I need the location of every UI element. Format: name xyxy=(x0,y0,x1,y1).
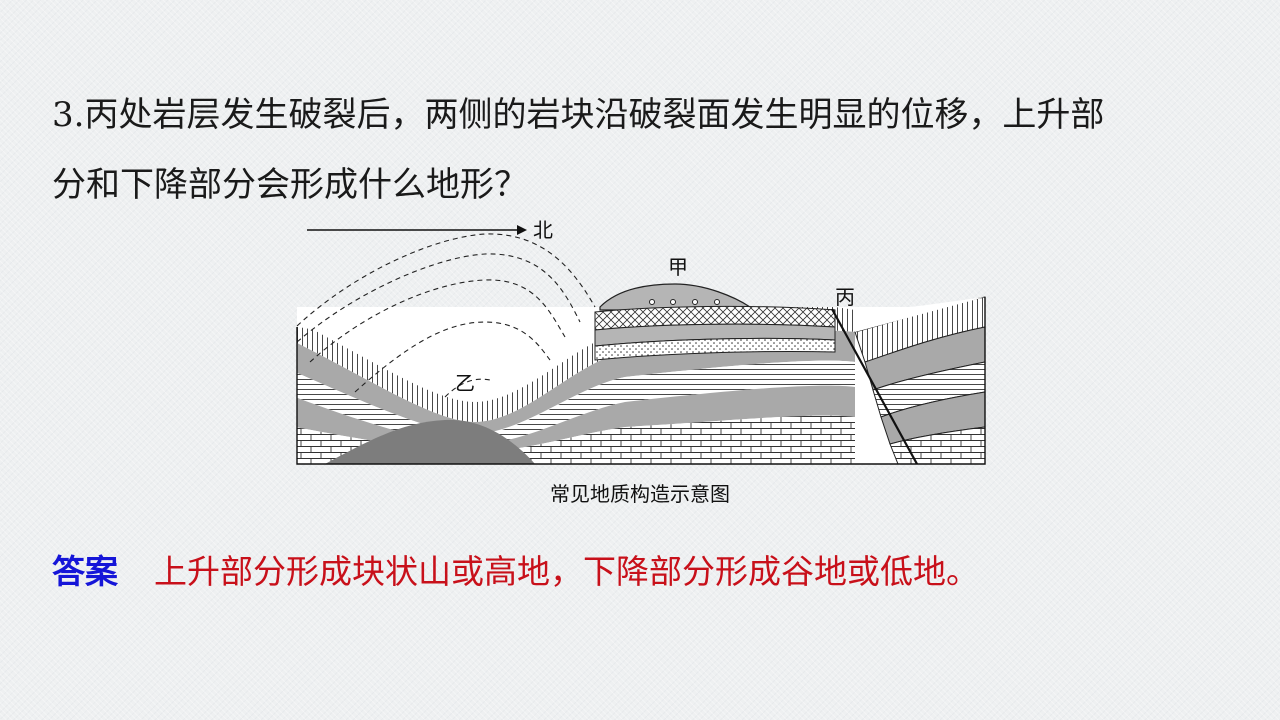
figure-caption: 常见地质构造示意图 xyxy=(550,482,730,506)
eroded-layers-dashed xyxy=(296,233,596,398)
answer-label: 答案 xyxy=(52,552,118,591)
north-label: 北 xyxy=(533,218,553,242)
answer-block: 答案上升部分形成块状山或高地，下降部分形成谷地或低地。 xyxy=(52,548,979,596)
label-jia: 甲 xyxy=(668,255,688,279)
answer-text: 上升部分形成块状山或高地，下降部分形成谷地或低地。 xyxy=(154,552,979,591)
label-bing: 丙 xyxy=(835,285,855,309)
geologic-structure-diagram: 北 甲 乙 丙 xyxy=(296,218,986,465)
question-line-2: 分和下降部分会形成什么地形？ xyxy=(52,165,528,205)
question-line-1: 3.丙处岩层发生破裂后，两侧的岩块沿破裂面发生明显的位移，上升部 xyxy=(52,95,1105,135)
label-yi: 乙 xyxy=(455,371,475,395)
question-text: 3.丙处岩层发生破裂后，两侧的岩块沿破裂面发生明显的位移，上升部 分和下降部分会… xyxy=(52,80,1242,220)
fault-line xyxy=(831,308,918,465)
